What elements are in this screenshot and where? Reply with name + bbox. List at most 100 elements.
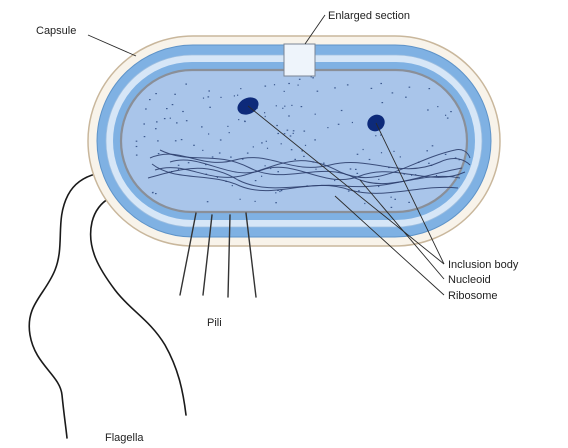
nucleoid-label: Nucleoid — [448, 274, 491, 286]
ribosome-dot — [230, 157, 232, 158]
ribosome-dot — [304, 131, 306, 132]
ribosome-dot — [284, 106, 285, 107]
ribosome-dot — [437, 106, 438, 107]
ribosome-dot — [155, 128, 157, 129]
ribosome-dot — [312, 77, 314, 78]
ribosome-dot — [357, 154, 359, 155]
ribosome-dot — [261, 142, 263, 143]
ribosome-dot — [170, 118, 171, 119]
ribosome-dot — [293, 130, 295, 131]
ribosome-dot — [281, 190, 283, 191]
ribosome-dot — [255, 201, 256, 202]
ribosome-dot — [391, 197, 392, 198]
ribosome-dot — [352, 122, 353, 123]
ribosome-dot — [287, 130, 289, 131]
ribosome-dot — [182, 111, 184, 112]
ribosome-dot — [427, 109, 429, 110]
ribosome-dot — [207, 201, 209, 202]
ribosome-dot — [178, 169, 179, 170]
ribosome-dot — [136, 141, 138, 142]
ribosome-dot — [382, 102, 384, 103]
ribosome-dot — [293, 133, 294, 134]
ribosome-dot — [277, 133, 279, 134]
flagella-label: Flagella — [105, 432, 144, 444]
ribosome-dot — [255, 180, 257, 181]
ribosome-dot — [144, 136, 146, 137]
ribosome-dot — [323, 163, 325, 164]
ribosome-dot — [253, 146, 254, 147]
ribosome-dot — [232, 185, 233, 186]
ribosome-dot — [288, 115, 290, 116]
ribosome-dot — [334, 87, 336, 88]
ribosome-dot — [375, 135, 376, 136]
ribosome-dot — [136, 146, 138, 147]
ribosome-dot — [240, 199, 241, 200]
ribosome-dot — [136, 155, 138, 156]
ribosome-dot — [276, 125, 278, 126]
ribosome-dot — [208, 96, 210, 97]
ribosome-dot — [284, 91, 285, 92]
ribosome-dot — [176, 122, 178, 123]
capsule-label: Capsule — [36, 25, 76, 37]
ribosome-dot — [152, 192, 154, 193]
ribosome-dot — [290, 135, 292, 136]
ribosome-dot — [315, 114, 316, 115]
enlarged-section-label: Enlarged section — [328, 10, 410, 22]
ribosome-dot — [185, 84, 187, 85]
ribosome-dot — [291, 149, 293, 150]
ribosome-dot — [409, 87, 411, 88]
ribosome-dot — [220, 139, 222, 140]
ribosome-dot — [275, 192, 276, 193]
ribosome-dot — [314, 139, 316, 140]
ribosome-dot — [219, 152, 221, 153]
ribosome-dot — [238, 119, 239, 120]
ribosome-dot — [299, 79, 301, 80]
ribosome-dot — [149, 99, 151, 100]
ribosome-dot — [186, 120, 188, 121]
ribosome-dot — [172, 104, 174, 105]
ribosome-dot — [234, 95, 235, 96]
enlarged-section-box — [284, 44, 315, 76]
ribosome-dot — [275, 202, 277, 203]
ribosome-dot — [355, 169, 357, 170]
ribosome-dot — [155, 193, 157, 194]
ribosome-dot — [350, 168, 352, 169]
ribosome-dot — [181, 139, 183, 140]
ribosome-dot — [358, 190, 360, 191]
ribosome-dot — [202, 150, 203, 151]
ribosome-dot — [348, 191, 350, 192]
ribosome-dot — [157, 140, 159, 141]
ribosome-dot — [380, 83, 382, 84]
ribosome-dot — [212, 156, 214, 157]
ribosome-dot — [208, 133, 209, 134]
ribosome-dot — [266, 141, 267, 142]
ribosome-dot — [428, 163, 430, 164]
ribosome-dot — [303, 156, 305, 157]
ribosome-dot — [317, 91, 319, 92]
ribosome-dot — [193, 145, 195, 146]
ribosome-dot — [334, 180, 335, 181]
ribosome-dot — [288, 83, 290, 84]
ribosome-dot — [244, 121, 245, 122]
ribosome-dot — [158, 153, 160, 154]
ribosome-dot — [264, 112, 265, 113]
ribosome-dot — [445, 154, 447, 155]
ribosome-dot — [281, 143, 282, 144]
ribosome-dot — [282, 108, 283, 109]
ribosome-dot — [369, 159, 371, 160]
ribosome-dot — [338, 124, 340, 125]
ribosome-dot — [188, 162, 190, 163]
ribosome-dot — [426, 150, 428, 151]
ribosome-dot — [391, 207, 393, 208]
ribosome-dot — [363, 149, 364, 150]
ribosome-dot — [371, 88, 373, 89]
ribosome-dot — [378, 179, 379, 180]
ribosome-dot — [220, 97, 221, 98]
ribosome-dot — [164, 118, 166, 119]
ribosome-dot — [178, 165, 180, 166]
ribosome-dot — [294, 159, 296, 160]
ribosome-dot — [277, 171, 279, 172]
ribosome-dot — [357, 173, 359, 174]
ribosome-dot — [341, 110, 343, 111]
ribosome-dot — [380, 135, 381, 136]
